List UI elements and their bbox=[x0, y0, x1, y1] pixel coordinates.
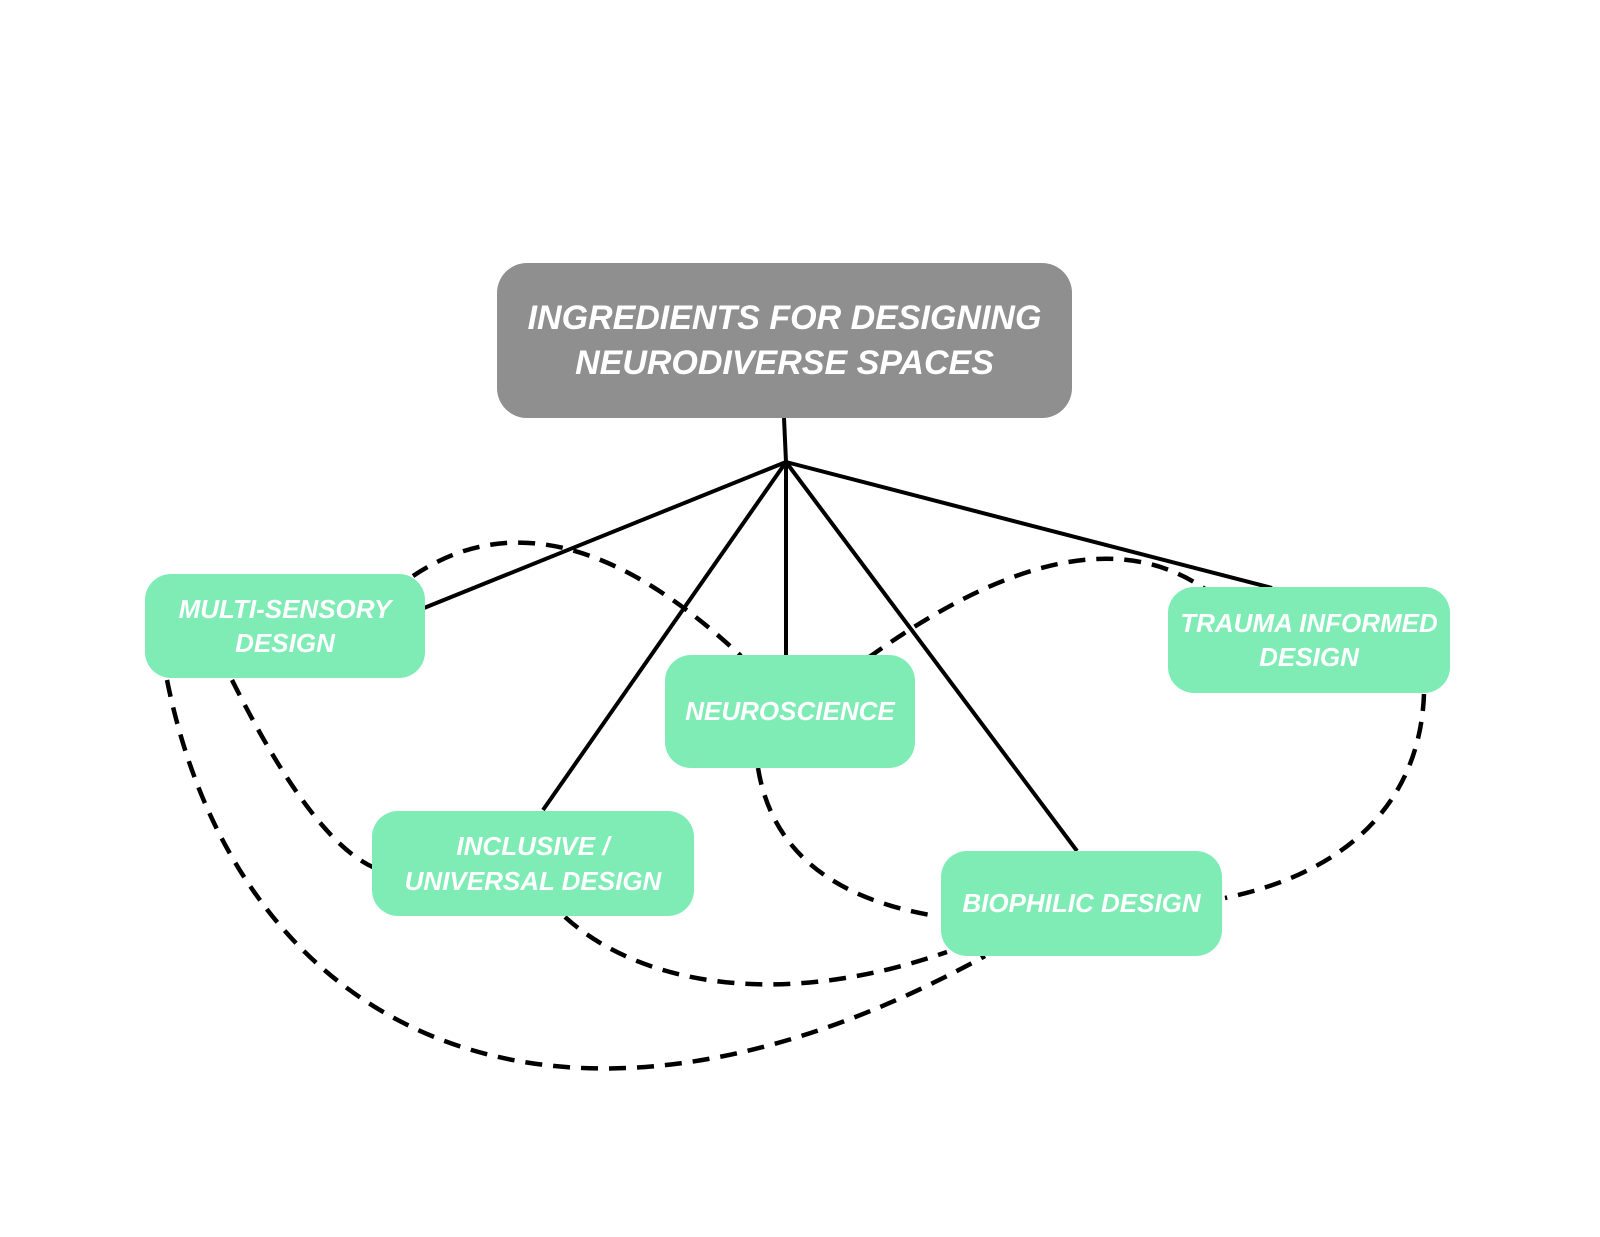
dashed-edge-multi-sensory-neuroscience bbox=[411, 540, 743, 658]
dashed-edge-multi-sensory-inclusive-universal bbox=[229, 678, 376, 871]
edge-title-inclusive-universal bbox=[541, 460, 788, 812]
node-neuroscience: NEUROSCIENCE bbox=[665, 655, 915, 768]
edge-title-trauma-informed bbox=[785, 460, 1273, 590]
dashed-edge-inclusive-universal-biophilic bbox=[563, 915, 948, 987]
node-multi-sensory-design: MULTI-SENSORY DESIGN bbox=[145, 574, 425, 678]
dashed-edge-neuroscience-biophilic bbox=[755, 767, 937, 919]
edge-title-multi-sensory bbox=[423, 460, 787, 610]
edge-title-biophilic bbox=[784, 460, 1079, 853]
dashed-edge-trauma-informed-biophilic bbox=[1224, 693, 1427, 901]
node-inclusive-universal-design: INCLUSIVE / UNIVERSAL DESIGN bbox=[372, 811, 694, 916]
title-node: INGREDIENTS FOR DESIGNING NEURODIVERSE S… bbox=[497, 263, 1072, 418]
dashed-edge-neuroscience-trauma-informed bbox=[866, 556, 1207, 660]
node-biophilic-design: BIOPHILIC DESIGN bbox=[941, 851, 1222, 956]
node-trauma-informed-design: TRAUMA INFORMED DESIGN bbox=[1168, 587, 1450, 693]
dashed-edge-multi-sensory-biophilic bbox=[164, 679, 987, 1071]
connector-title-stub bbox=[782, 417, 788, 463]
